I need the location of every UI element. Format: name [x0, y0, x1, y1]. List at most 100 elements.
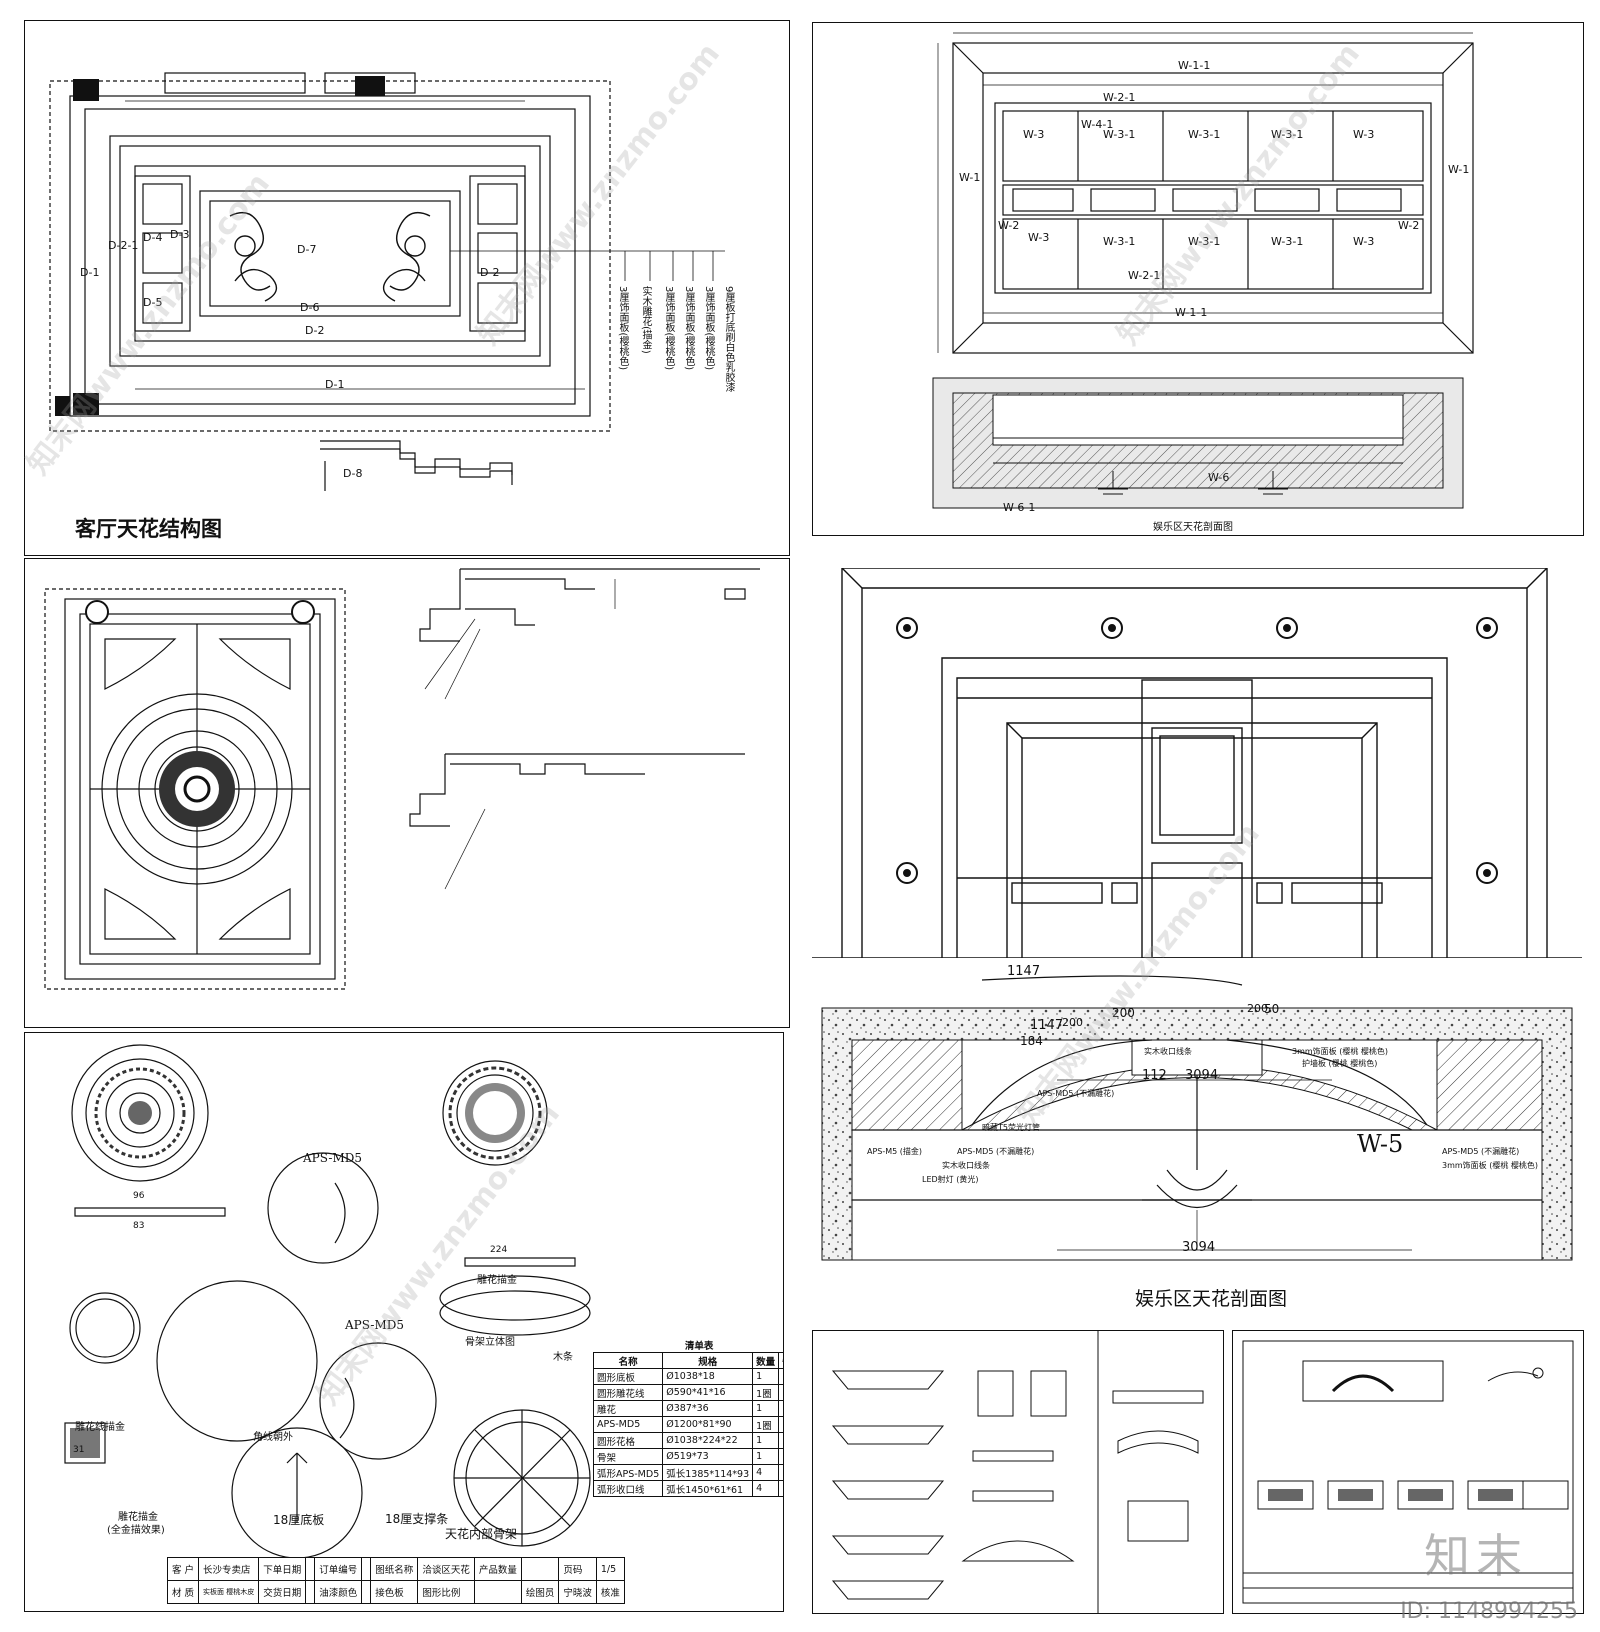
dimension: 31 [73, 1445, 85, 1455]
plan-label: W-3 [1353, 128, 1375, 141]
bom-cell [778, 1432, 783, 1449]
tb-cell [361, 1557, 372, 1581]
tb-cell: 产品数量 [473, 1557, 522, 1581]
component-label: (全金描效果) [107, 1525, 165, 1536]
tb-cell: 洽谈区天花 [417, 1557, 475, 1581]
dimension: 1147 [1007, 964, 1041, 979]
tb-cell: 页码 [558, 1557, 597, 1581]
bom-cell: Ø590*41*16 [662, 1384, 754, 1401]
bom-cell: APS-MD5 [592, 1416, 664, 1433]
section-tag: W-5 [1357, 1130, 1404, 1158]
legend-item: 3厘饰面板(樱桃色) [703, 286, 714, 371]
bom-cell: 弧形APS-MD5 [592, 1464, 664, 1481]
zone-label: D-1 [80, 266, 100, 279]
panel-title: 客厅天花结构图 [75, 517, 222, 541]
tb-cell: 接色板 [370, 1580, 419, 1604]
tb-cell: 长沙专卖店 [198, 1557, 260, 1581]
dimension: 200 [1247, 1002, 1268, 1015]
dimension: 3094 [1182, 1240, 1216, 1255]
note: 护墙板 (樱桃 樱桃色) [1302, 1059, 1378, 1068]
section-title: 娱乐区天花剖面图 [1135, 1288, 1288, 1310]
title-block-row: 材 质 实板面 樱桃木皮 交货日期 油漆颜色 接色板 图形比例 绘图员 宁晓波 … [166, 1580, 625, 1604]
detail-sheet-a-drawing [831, 1331, 1204, 1613]
component-label: 木条 [553, 1352, 573, 1363]
plan-label: W-1 [1448, 163, 1470, 176]
plan-label: W-3-1 [1188, 235, 1221, 248]
detail-sheet-b [1232, 1330, 1584, 1614]
dimension: 96 [133, 1191, 145, 1201]
tb-cell: 油漆颜色 [314, 1580, 363, 1604]
tb-cell [361, 1580, 372, 1604]
arched-section-sheet: 112 1147 1147 200 50 184 112 3094 3094 2… [812, 960, 1582, 1300]
component-label: 18厘底板 [273, 1513, 325, 1527]
zone-label: D-2-1 [108, 239, 139, 252]
note: APS-MD5 (不漏雕花) [957, 1147, 1035, 1156]
tb-cell: 交货日期 [258, 1580, 307, 1604]
zone-label: D-5 [143, 296, 163, 309]
component-label: 角线朝外 [253, 1432, 293, 1443]
plan-label: W-3 [1028, 231, 1050, 244]
note: APS-MD5 (不漏雕花) [1442, 1147, 1520, 1156]
legend-item: 3厘饰面板(樱桃色) [683, 286, 694, 371]
bom-cell: 圆形花格 [592, 1432, 664, 1449]
note: 实木收口线条 [942, 1161, 990, 1170]
bom-cell: 1 [752, 1368, 780, 1385]
bom-cell [778, 1448, 783, 1465]
round-ceiling-plan [44, 568, 760, 990]
tb-cell: 图形比例 [417, 1580, 475, 1604]
bom-cell: Ø1038*224*22 [662, 1432, 754, 1449]
title-block: 客 户 长沙专卖店 下单日期 订单编号 图纸名称 洽谈区天花 产品数量 页码 1… [166, 1557, 625, 1604]
bom-cell: 雕花 [592, 1400, 664, 1417]
bom-cell: 1圈 [752, 1384, 780, 1401]
zone-label: D-3 [170, 228, 190, 241]
plan-label: W-3-1 [1103, 128, 1136, 141]
entertainment-ceiling-plan-sheet: W-1-1 W-2-1 W-4-1 W-3 W-3-1 W-3-1 W-3-1 … [812, 22, 1584, 536]
bom-cell: Ø1200*81*90 [662, 1416, 754, 1433]
bom-cell: 圆形底板 [592, 1368, 664, 1385]
bom-cell: 4 [752, 1464, 780, 1481]
note: LED射灯 (黄光) [922, 1175, 979, 1184]
plan-label: W-1-1 [1175, 306, 1208, 319]
round-ceiling-sheet [24, 558, 790, 1028]
zone-label: D-4 [143, 231, 163, 244]
bom-cell: 弧长1450*61*61 [662, 1480, 754, 1497]
tb-cell: 宁晓波 [558, 1580, 597, 1604]
tb-cell [520, 1557, 560, 1581]
component-label: 天花内部骨架 [445, 1527, 518, 1541]
tb-cell: 材 质 [166, 1580, 200, 1604]
note: APS-MD5 (不漏雕花) [1037, 1089, 1115, 1098]
plan-label: W-3-1 [1271, 235, 1304, 248]
detail-label: D-8 [343, 467, 363, 480]
tb-cell [473, 1580, 522, 1604]
elevation-drawing [812, 568, 1582, 958]
legend-item: 9厘板打底刷白色乳胶漆 [723, 286, 734, 393]
detail-sheet-a [812, 1330, 1224, 1614]
plan-label: W-3 [1023, 128, 1045, 141]
tb-cell: 1/5 [595, 1557, 625, 1581]
tb-cell: 下单日期 [258, 1557, 307, 1581]
component-label: APS-MD5 [345, 1318, 404, 1332]
bom-cell: 骨架 [592, 1448, 664, 1465]
tb-cell: 客 户 [166, 1557, 200, 1581]
plan-label: W-2-1 [1103, 91, 1136, 104]
zone-label: D-2 [480, 266, 500, 279]
plan-label: W-2 [998, 219, 1020, 232]
bom-cell [778, 1368, 783, 1385]
dimension: 1147 [1030, 1018, 1064, 1033]
bom-cell: Ø1038*18 [662, 1368, 754, 1385]
living-ceiling-sheet: D-1 D-2 D-2-1 D-3 D-4 D-5 D-6 D-7 D-1 D-… [24, 20, 790, 556]
arched-section-drawing [821, 975, 1573, 1261]
bom-cell [778, 1400, 783, 1417]
tb-cell [305, 1557, 316, 1581]
dimension: 224 [490, 1245, 508, 1255]
zone-label: D-7 [297, 243, 317, 256]
bom-cell: 4 [752, 1480, 780, 1497]
dimension: 200 [1062, 1016, 1083, 1029]
bom-cell [778, 1480, 783, 1497]
component-label: 雕花描金 [477, 1275, 517, 1286]
